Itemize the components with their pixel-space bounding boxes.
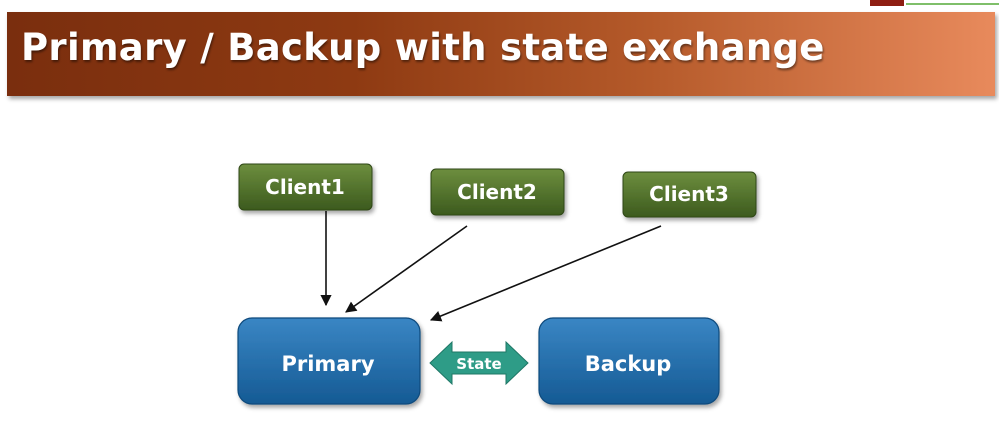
client2-label: Client2 [457,180,537,204]
primary-label: Primary [281,352,374,376]
client1-node: Client1 [238,163,373,211]
client3-to-primary-arrow [429,225,662,322]
state-exchange-arrow: State [429,340,529,386]
primary-node: Primary [237,317,421,405]
client1-label: Client1 [265,175,345,199]
slide-title: Primary / Backup with state exchange [21,26,825,69]
client3-label: Client3 [649,182,729,206]
backup-label: Backup [585,352,672,376]
client3-node: Client3 [622,171,757,218]
corner-logo-mark [870,0,904,6]
corner-accent-line [906,3,999,5]
client2-node: Client2 [430,168,565,216]
client2-to-primary-arrow [345,225,468,313]
backup-node: Backup [538,317,720,405]
state-label: State [456,355,501,373]
title-bar: Primary / Backup with state exchange [7,12,995,96]
